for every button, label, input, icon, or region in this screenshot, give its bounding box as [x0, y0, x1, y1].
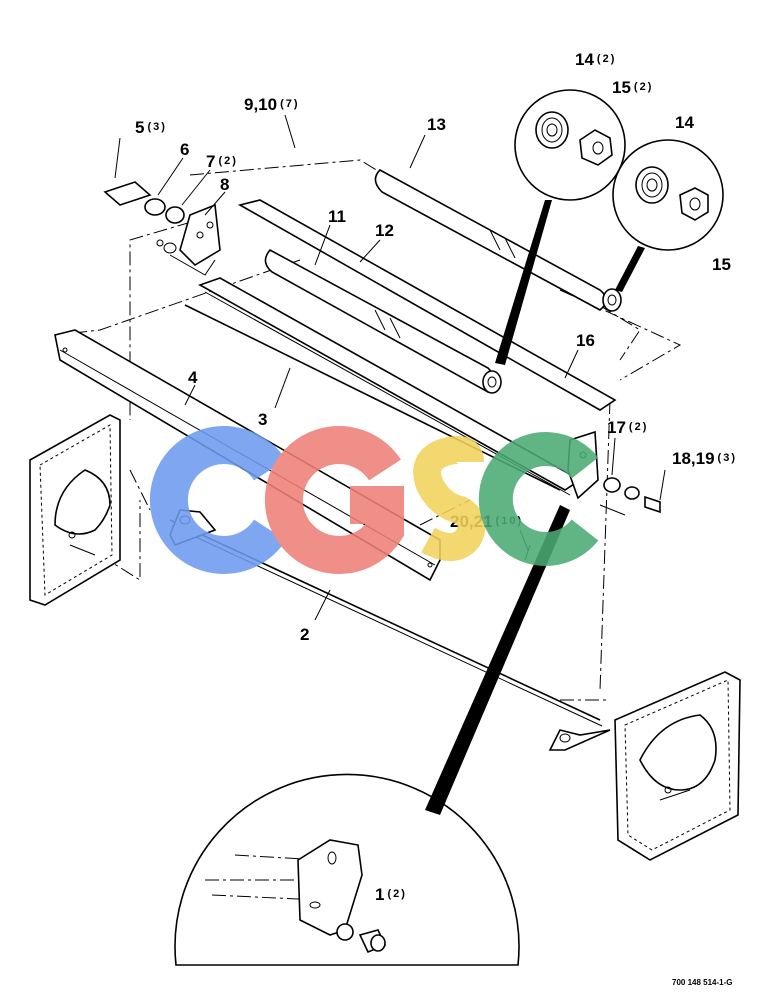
callout-9-10: 9,10(7): [244, 95, 300, 114]
roller-part-13: [374, 169, 622, 312]
watermark-letter-s-yellow: [413, 436, 486, 561]
callout-13: 13: [427, 115, 446, 134]
callout-4: 4: [188, 368, 198, 387]
side-frame-right: [614, 671, 741, 861]
roller-part-11: [264, 248, 502, 394]
callout-11: 11: [328, 207, 346, 226]
callout-6: 6: [180, 140, 189, 159]
hinge-foot-right: [548, 729, 611, 751]
callout-17: 17(2): [607, 418, 648, 437]
callout-15-b: 15: [712, 255, 731, 274]
detail-circle-bracket: [174, 505, 570, 966]
detail-circle-bearing-2: [612, 139, 724, 292]
callout-14-b: 14: [675, 113, 694, 132]
callout-2: 2: [300, 625, 309, 644]
callout-12: 12: [375, 221, 394, 240]
callout-14-a: 14(2): [575, 50, 616, 69]
watermark-letter-c-blue: [149, 426, 286, 574]
callout-8: 8: [220, 175, 229, 194]
callout-7: 7(2): [206, 152, 238, 171]
cgsc-watermark-logo: [149, 426, 599, 574]
callout-5: 5(3): [135, 118, 167, 137]
detail-circle-bearing-1: [495, 89, 626, 365]
watermark-letter-c-green: [478, 432, 599, 566]
side-frame-left: [29, 414, 121, 606]
watermark-letter-g-red: [264, 426, 404, 574]
alignment-lines: [54, 159, 682, 701]
callout-3: 3: [258, 410, 267, 429]
callout-18-19: 18,19(3): [672, 449, 737, 468]
callout-16: 16: [576, 331, 595, 350]
callout-1: 1(2): [375, 885, 407, 904]
callout-15-a: 15(2): [612, 78, 653, 97]
drawing-number: 700 148 514-1-G: [672, 978, 733, 987]
hardware-group-upper-left: [103, 181, 221, 276]
